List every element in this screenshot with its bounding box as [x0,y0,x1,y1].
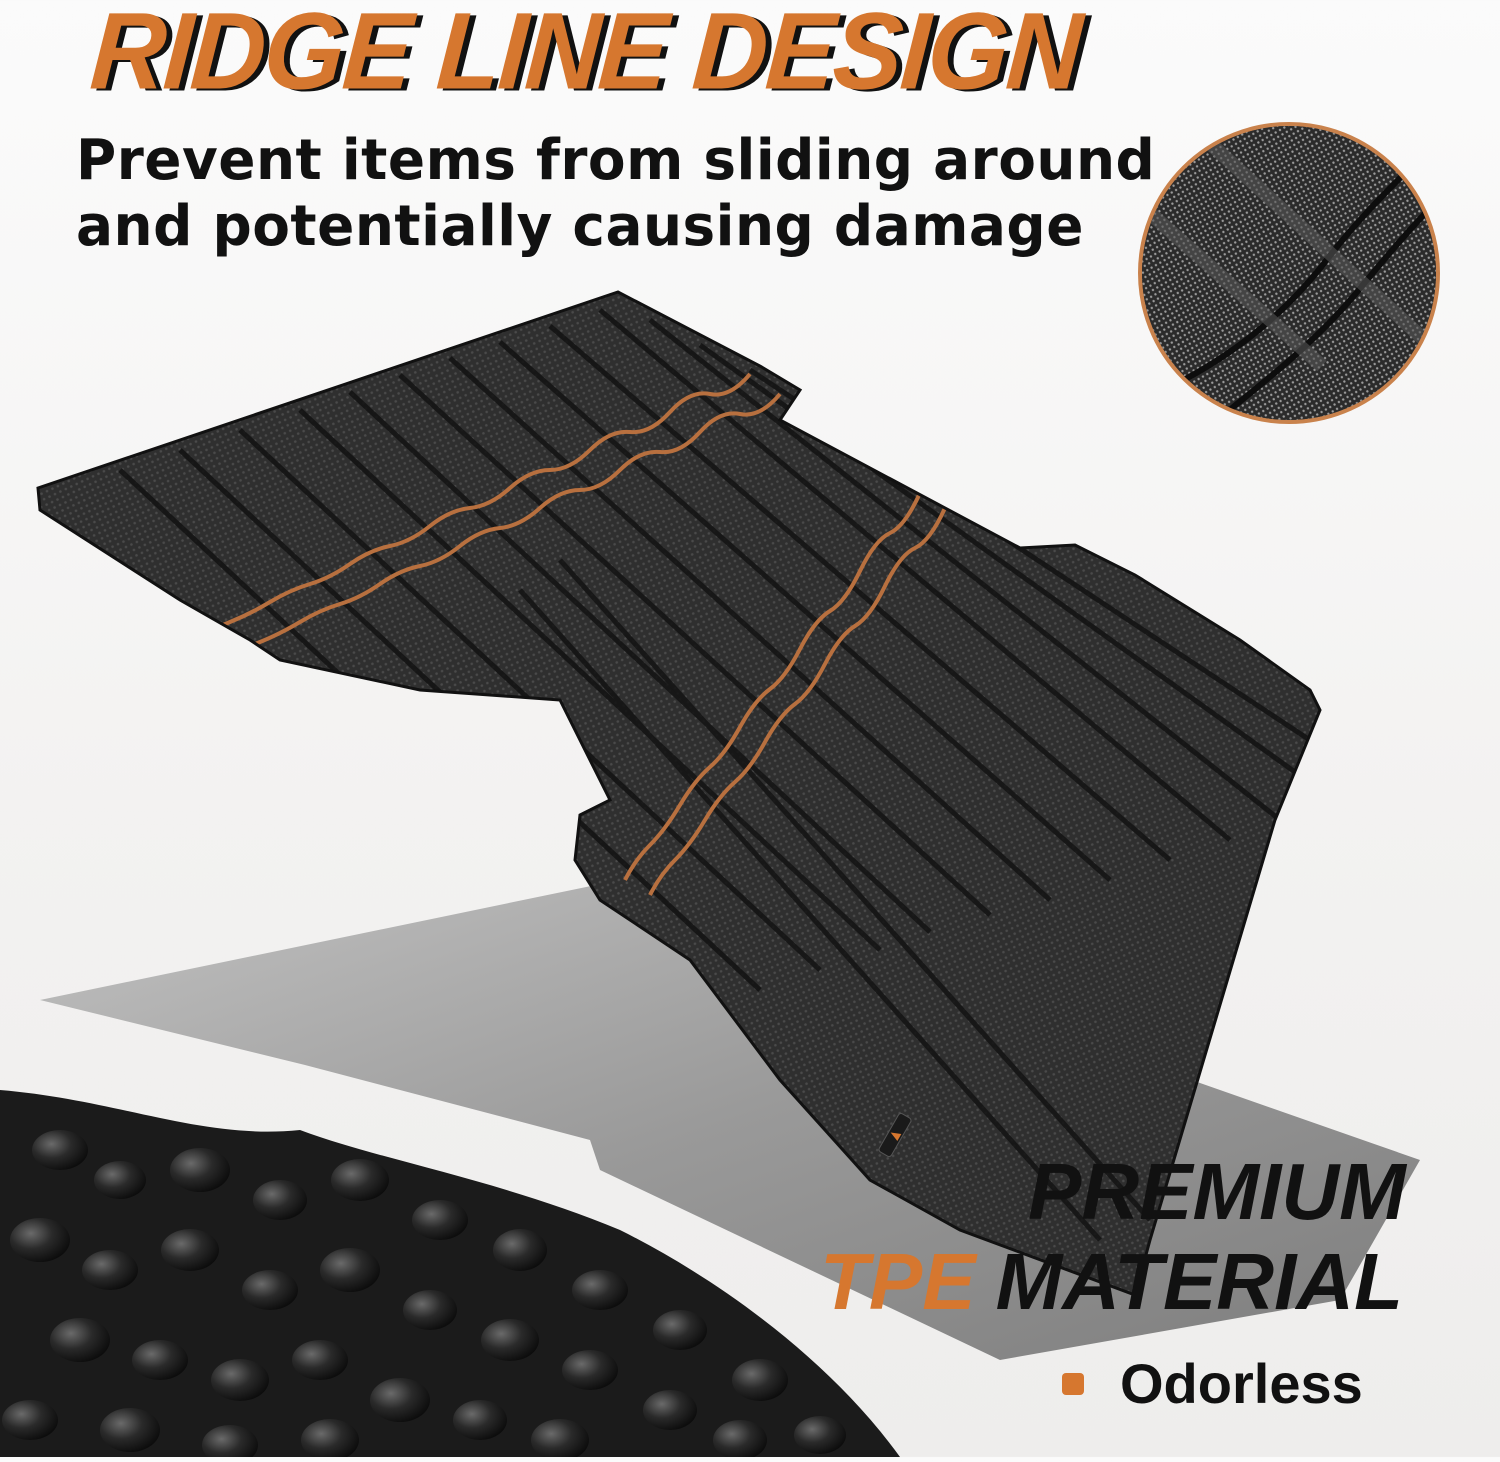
headline: RIDGE LINE DESIGN [86,0,1084,113]
ridge-detail-zoom-circle [1138,122,1440,424]
subheadline-line-2: and potentially causing damage [76,194,1084,259]
material-word: MATERIAL [995,1237,1403,1326]
feature-bullet: Odorless [1062,1352,1363,1416]
premium-heading: PREMIUM [1028,1147,1406,1236]
subheadline: Prevent items from sliding around and po… [76,128,1155,260]
subheadline-line-1: Prevent items from sliding around [76,128,1156,193]
tpe-highlight: TPE [820,1237,976,1326]
feature-label: Odorless [1120,1352,1363,1415]
bullet-square-icon [1062,1373,1084,1395]
tpe-pellets-pile [0,1090,900,1462]
brand-logo-badge [878,1113,912,1157]
